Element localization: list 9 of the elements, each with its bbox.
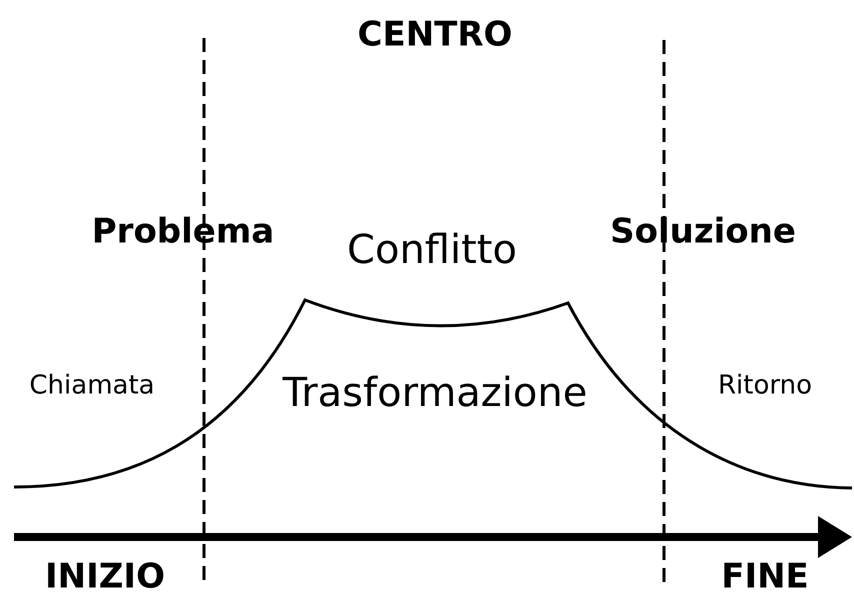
stage-label: Trasformazione — [282, 371, 588, 415]
axis-label: INIZIO — [45, 558, 165, 594]
phase-label: Problema — [92, 213, 274, 251]
phase-label: Conflitto — [347, 228, 517, 272]
axis-label: FINE — [721, 558, 809, 594]
phase-label: Soluzione — [610, 213, 796, 251]
stage-label: Ritorno — [718, 372, 812, 400]
stage-label: Chiamata — [29, 372, 155, 400]
section-heading: CENTRO — [358, 16, 512, 54]
